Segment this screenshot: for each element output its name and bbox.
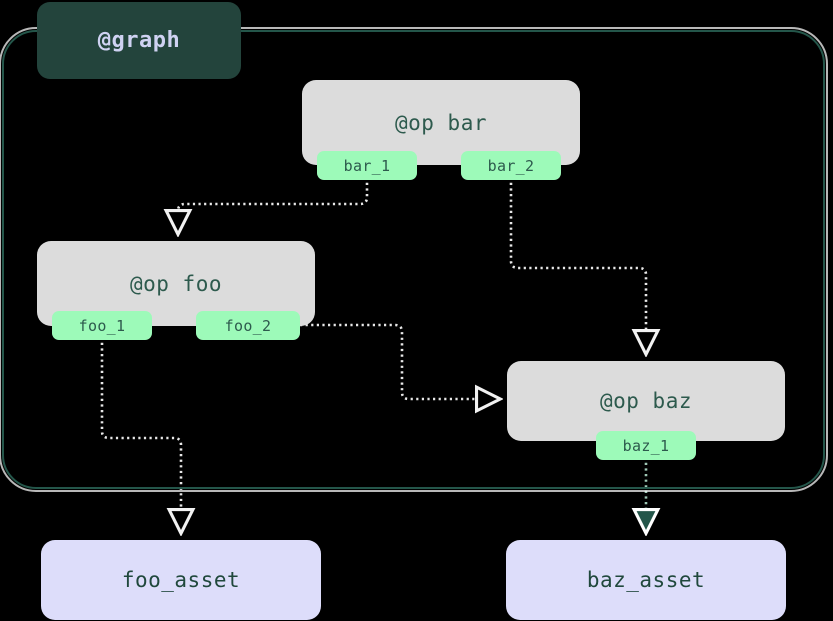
output-port-label: baz_1	[622, 436, 670, 455]
output-port-foo_2[interactable]: foo_2	[196, 311, 300, 340]
op-node-baz[interactable]: @op baz	[507, 361, 785, 441]
output-port-label: bar_2	[487, 156, 535, 175]
graph-label-chip[interactable]: @graph	[37, 2, 241, 79]
graph-boundary	[0, 27, 828, 492]
asset-node-label: foo_asset	[121, 568, 241, 592]
output-port-baz_1[interactable]: baz_1	[596, 431, 696, 460]
op-node-label: @op bar	[394, 110, 487, 135]
output-port-label: foo_2	[224, 316, 272, 335]
asset-node-label: baz_asset	[586, 568, 706, 592]
asset-node-baz_asset[interactable]: baz_asset	[506, 540, 786, 620]
output-port-bar_1[interactable]: bar_1	[317, 151, 417, 180]
output-port-bar_2[interactable]: bar_2	[461, 151, 561, 180]
op-node-label: @op foo	[129, 271, 222, 296]
output-port-label: foo_1	[78, 316, 126, 335]
output-port-foo_1[interactable]: foo_1	[52, 311, 152, 340]
op-node-bar[interactable]: @op bar	[302, 80, 580, 165]
asset-node-foo_asset[interactable]: foo_asset	[41, 540, 321, 620]
output-port-label: bar_1	[343, 156, 391, 175]
graph-label-text: @graph	[97, 28, 181, 53]
op-node-label: @op baz	[599, 389, 692, 413]
